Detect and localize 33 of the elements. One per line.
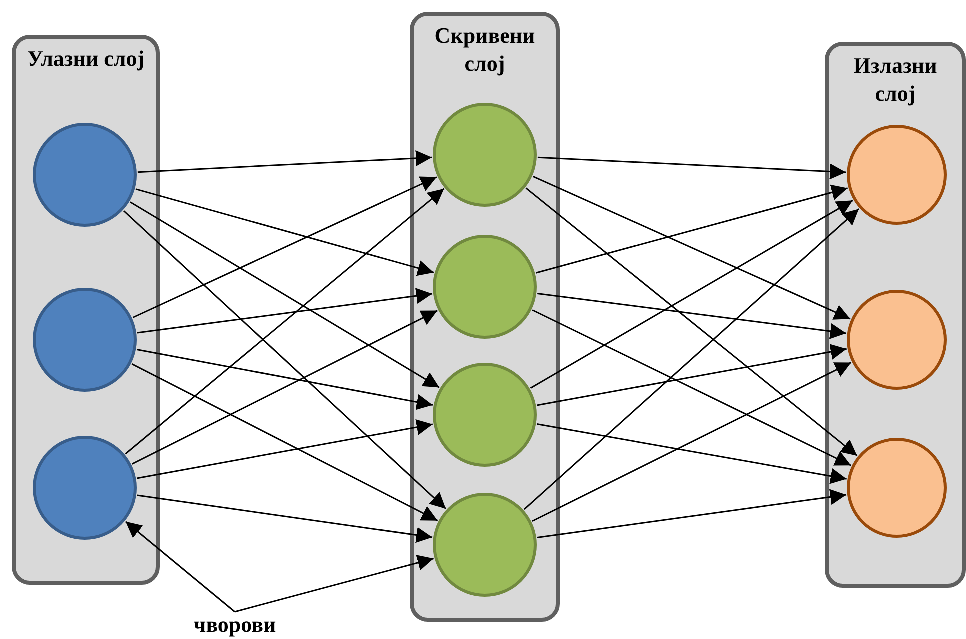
connection-arrow bbox=[132, 310, 438, 465]
connection-arrow bbox=[538, 156, 846, 180]
layer-panel bbox=[12, 35, 160, 585]
layer-panel bbox=[410, 12, 560, 622]
connection-arrow bbox=[130, 202, 440, 388]
connection-arrow bbox=[537, 424, 847, 484]
connection-arrow bbox=[123, 210, 447, 510]
connection-arrow bbox=[125, 188, 445, 455]
connection-arrow bbox=[532, 310, 852, 466]
connection-arrow bbox=[524, 208, 860, 510]
connection-arrow bbox=[137, 288, 433, 334]
connection-arrow bbox=[526, 188, 858, 457]
connection-arrow bbox=[136, 349, 434, 410]
connection-arrow bbox=[138, 150, 432, 174]
leader-arrow bbox=[125, 521, 236, 613]
connection-arrow bbox=[132, 176, 438, 318]
layer-title: Излазни слој bbox=[852, 52, 938, 108]
connection-arrow bbox=[136, 188, 434, 276]
callout-label: чворови bbox=[180, 612, 290, 638]
layer-panel bbox=[825, 42, 966, 588]
layer-title: Улазни слој bbox=[26, 45, 146, 73]
connection-arrow bbox=[537, 293, 847, 340]
connection-arrow bbox=[532, 362, 852, 522]
connection-arrow bbox=[537, 489, 847, 538]
connection-arrow bbox=[530, 200, 854, 389]
connection-arrow bbox=[137, 494, 433, 544]
layer-title: Скривени слој bbox=[434, 22, 536, 78]
connection-arrow bbox=[533, 176, 851, 320]
leader-arrow bbox=[234, 555, 434, 613]
connection-arrow bbox=[537, 344, 847, 406]
connection-arrow bbox=[137, 420, 433, 480]
connection-arrow bbox=[536, 184, 848, 274]
connection-arrow bbox=[132, 364, 438, 522]
